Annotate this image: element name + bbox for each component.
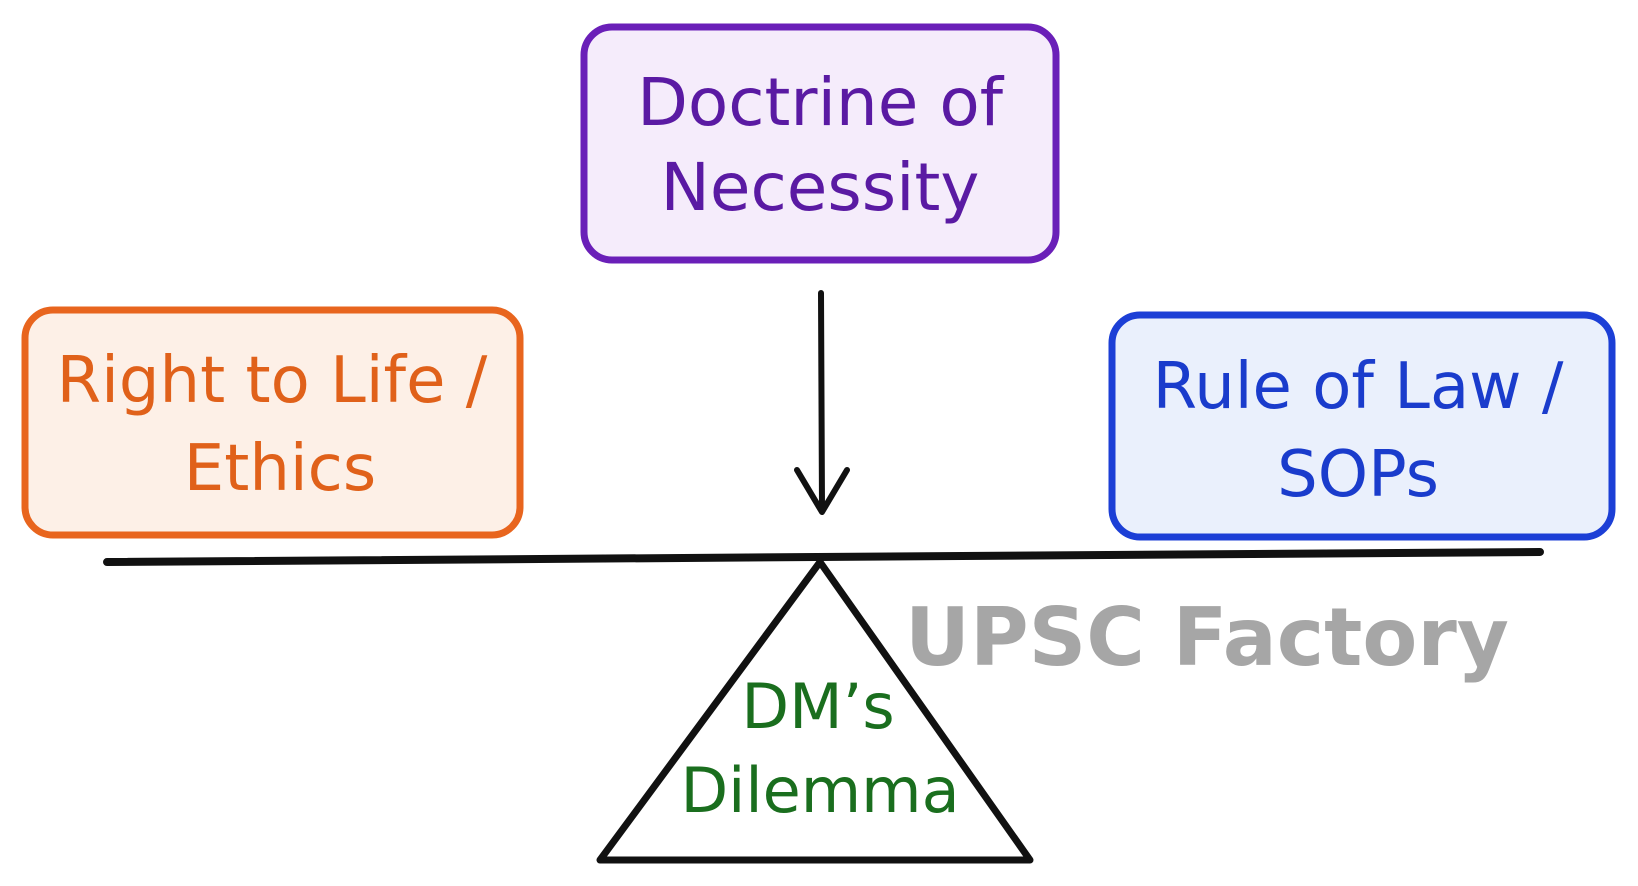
right-to-life-line1: Right to Life / bbox=[57, 344, 488, 418]
right-to-life-node: Right to Life / Ethics bbox=[21, 306, 524, 539]
rule-of-law-box bbox=[1108, 311, 1616, 541]
down-arrow bbox=[794, 290, 850, 515]
doctrine-of-necessity-node: Doctrine of Necessity bbox=[580, 23, 1060, 264]
fulcrum-triangle bbox=[596, 558, 1034, 864]
rule-of-law-line1: Rule of Law / bbox=[1153, 350, 1564, 424]
rule-of-law-node: Rule of Law / SOPs bbox=[1108, 311, 1616, 541]
doctrine-line2: Necessity bbox=[661, 149, 980, 226]
rule-of-law-line2: SOPs bbox=[1277, 438, 1439, 512]
fulcrum-line1: DM’s bbox=[741, 670, 894, 743]
watermark-text: UPSC Factory bbox=[905, 591, 1509, 684]
balance-beam bbox=[103, 548, 1544, 566]
right-to-life-line2: Ethics bbox=[184, 432, 376, 506]
doctrine-box bbox=[580, 23, 1060, 264]
right-to-life-box bbox=[21, 306, 524, 539]
arrow-head bbox=[794, 467, 850, 515]
doctrine-line1: Doctrine of bbox=[637, 64, 1005, 141]
fulcrum-node: DM’s Dilemma bbox=[596, 558, 1034, 864]
fulcrum-line2: Dilemma bbox=[680, 754, 959, 827]
arrow-shaft bbox=[818, 290, 825, 511]
